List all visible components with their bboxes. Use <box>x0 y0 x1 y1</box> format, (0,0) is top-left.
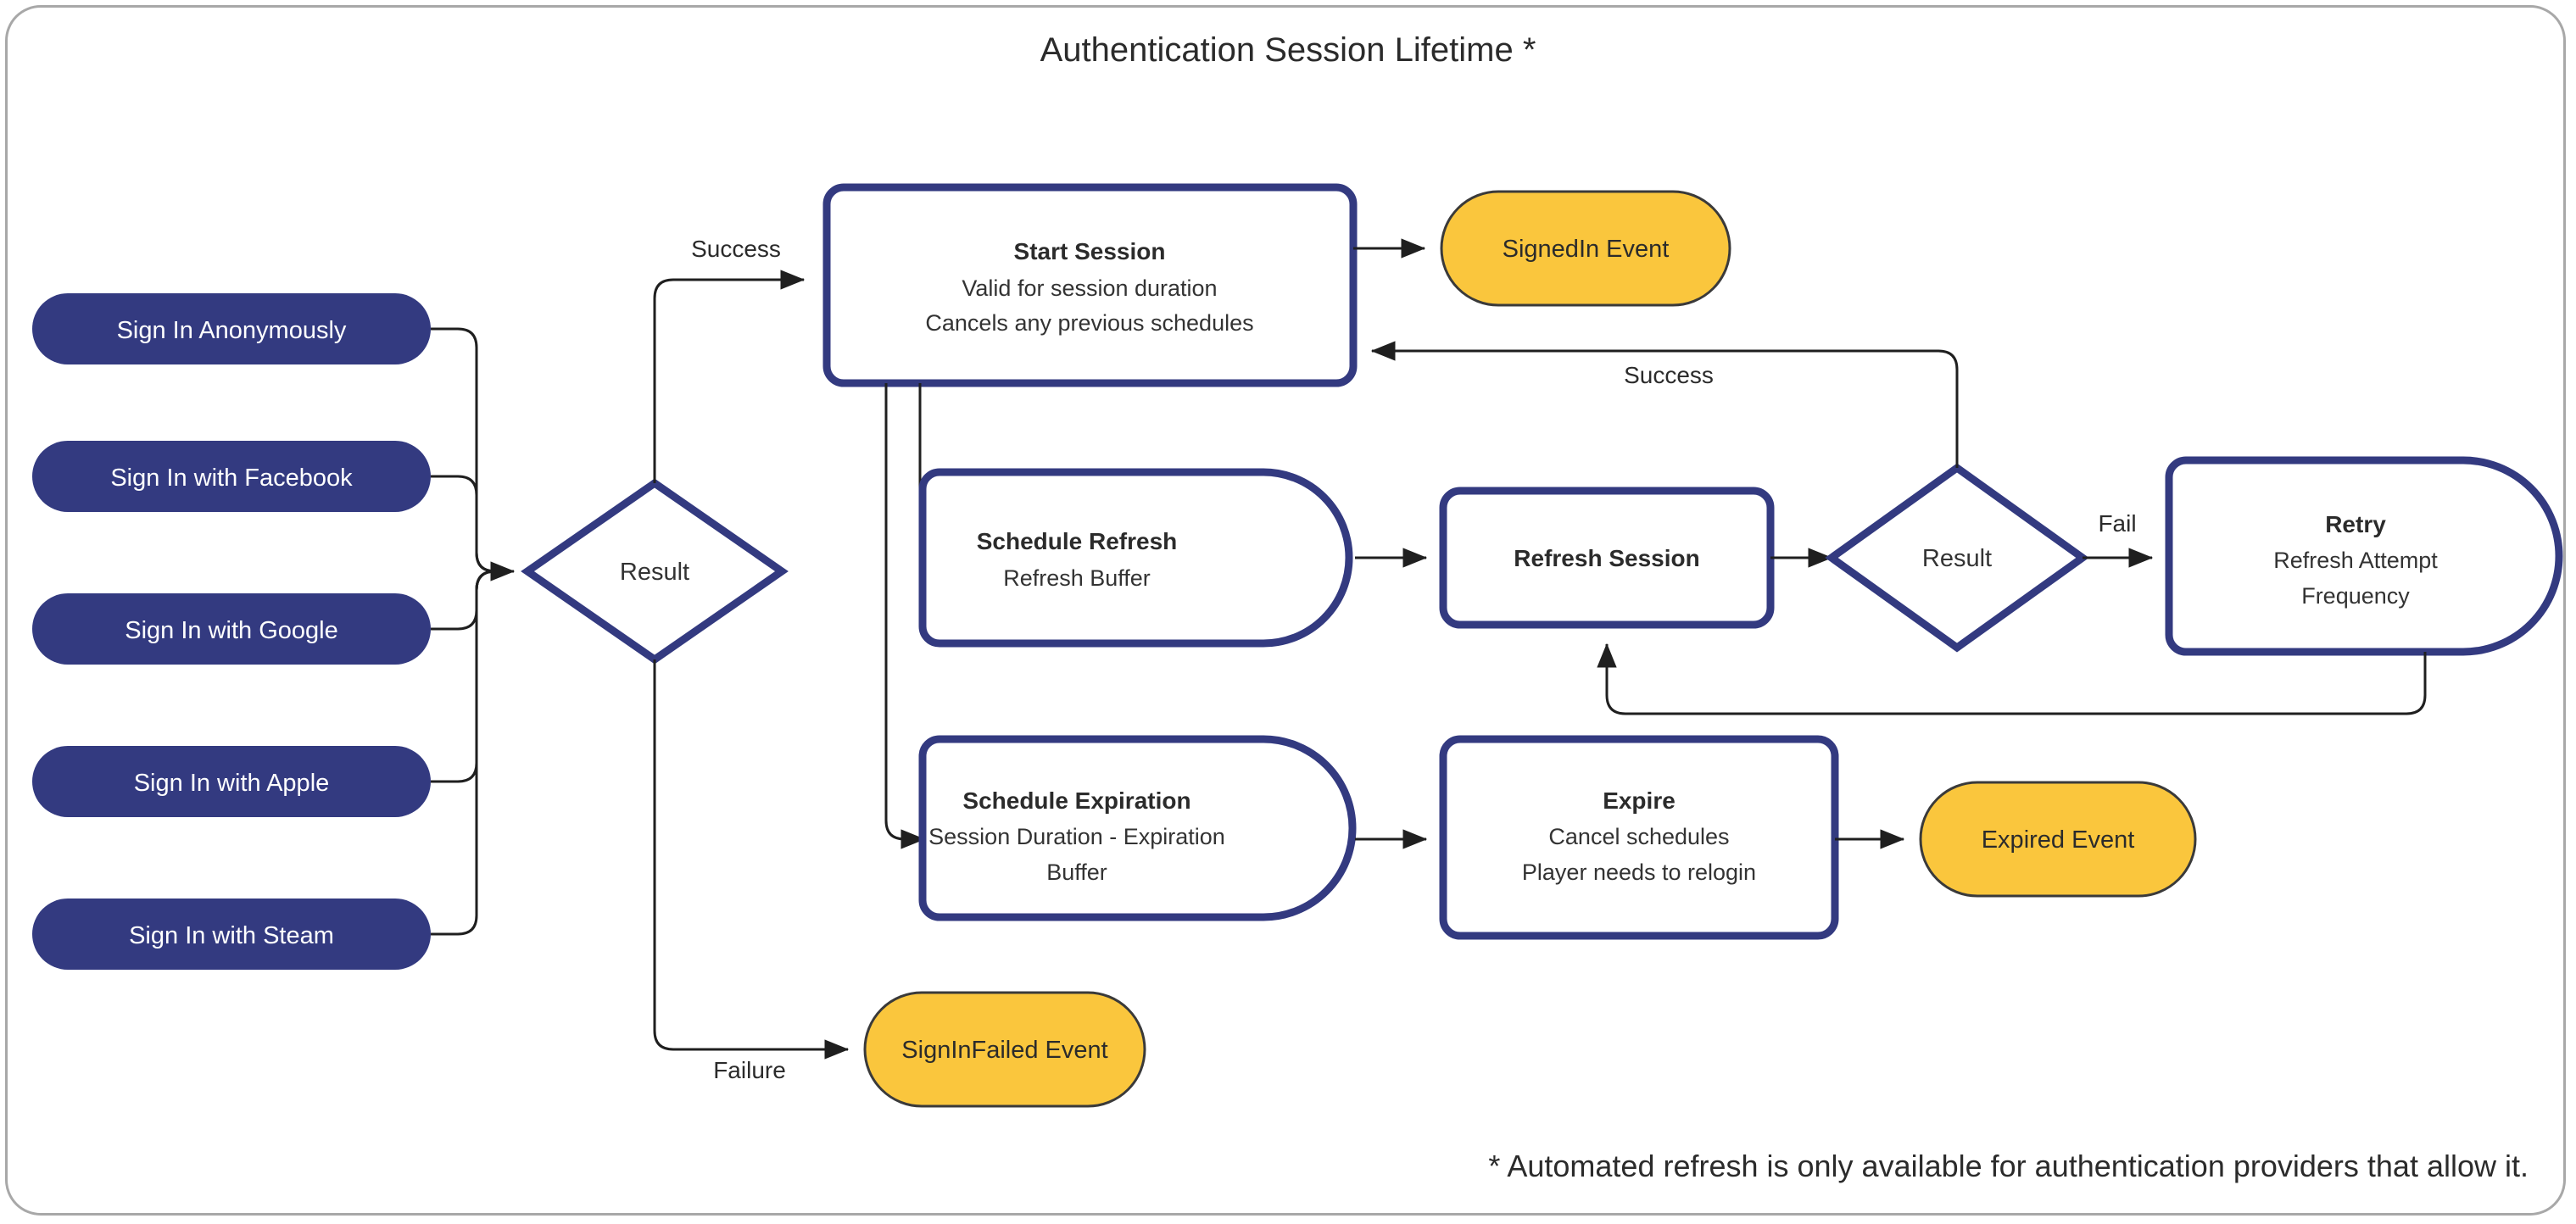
signin-method-label: Sign In Anonymously <box>117 317 347 344</box>
node-line-1: Session Duration - Expiration <box>928 824 1225 849</box>
node-line-1: Refresh Buffer <box>1003 565 1151 591</box>
signin-pill-shape <box>32 441 431 512</box>
node-expired-event[interactable]: Expired Event <box>1919 781 2197 898</box>
event-shape <box>1440 190 1731 307</box>
node-schedule-expiration[interactable]: Schedule Expiration Session Duration - E… <box>918 735 1357 921</box>
signin-method-label: Sign In with Google <box>125 617 337 644</box>
node-retry[interactable]: Retry Refresh Attempt Frequency <box>2165 456 2563 656</box>
node-title: Schedule Refresh <box>977 528 1178 554</box>
decision-label: Result <box>620 559 689 586</box>
signin-method-facebook[interactable]: Sign In with Facebook <box>32 441 431 512</box>
edge-label-failure: Failure <box>713 1057 786 1083</box>
signin-method-anonymously[interactable]: Sign In Anonymously <box>32 293 431 364</box>
node-signedin-event[interactable]: SignedIn Event <box>1440 190 1731 307</box>
node-schedule-refresh[interactable]: Schedule Refresh Refresh Buffer <box>918 468 1353 648</box>
event-label: SignInFailed Event <box>901 1037 1107 1064</box>
edge-label-success: Success <box>691 236 781 262</box>
signin-method-google[interactable]: Sign In with Google <box>32 593 431 665</box>
edge-label-fail: Fail <box>2098 510 2136 537</box>
node-title: Expire <box>1603 787 1676 814</box>
node-line-1: Valid for session duration <box>962 275 1217 301</box>
edge-apple-to-result <box>431 570 496 783</box>
signin-method-apple[interactable]: Sign In with Apple <box>32 746 431 817</box>
edge-path <box>653 659 850 1060</box>
diamond-shape <box>1825 463 2089 653</box>
event-label: Expired Event <box>1982 826 2135 854</box>
edge-anonymously-to-result <box>431 327 496 573</box>
node-title: Retry <box>2325 511 2386 537</box>
decision-label: Result <box>1922 545 1992 572</box>
node-shape <box>822 183 1358 387</box>
edge-result-failure-to-signinfailed: Failure <box>653 659 850 1083</box>
node-title: Start Session <box>1014 238 1166 264</box>
signin-method-label: Sign In with Facebook <box>110 465 353 492</box>
edge-refresh-result-success-to-start-session: Success <box>1370 341 1959 468</box>
node-start-session[interactable]: Start Session Valid for session duration… <box>822 183 1358 387</box>
edge-refresh-result-fail-to-retry: Fail <box>2083 510 2154 568</box>
node-title: Refresh Session <box>1514 545 1699 571</box>
decision-result-refresh[interactable]: Result <box>1825 463 2089 653</box>
node-line-2: Buffer <box>1046 860 1107 885</box>
signin-pill-shape <box>32 746 431 817</box>
decision-result-signin[interactable]: Result <box>521 478 789 665</box>
signin-pill-shape <box>32 293 431 364</box>
edge-path <box>1370 341 1959 468</box>
event-shape <box>863 991 1146 1108</box>
signin-method-steam[interactable]: Sign In with Steam <box>32 899 431 970</box>
node-line-2: Frequency <box>2301 583 2410 609</box>
node-shape <box>1439 735 1839 940</box>
node-line-1: Refresh Attempt <box>2273 548 2438 573</box>
edge-label-success: Success <box>1624 362 1714 388</box>
signin-pill-shape <box>32 899 431 970</box>
node-line-1: Cancel schedules <box>1548 824 1729 849</box>
event-label: SignedIn Event <box>1503 236 1670 263</box>
edges-signin-to-result <box>431 327 516 936</box>
node-line-2: Cancels any previous schedules <box>925 310 1253 336</box>
edge-facebook-to-result <box>431 475 496 573</box>
signin-pill-shape <box>32 593 431 665</box>
edge-path <box>653 270 806 483</box>
edge-google-to-result <box>431 570 496 631</box>
node-title: Schedule Expiration <box>962 787 1190 814</box>
footnote-text: * Automated refresh is only available fo… <box>1488 1149 2529 1183</box>
node-shape <box>2165 456 2563 656</box>
edge-steam-to-result <box>431 570 496 936</box>
page-title: Authentication Session Lifetime * <box>1040 31 1536 69</box>
node-expire[interactable]: Expire Cancel schedules Player needs to … <box>1439 735 1839 940</box>
edge-start-session-to-schedule-expiration <box>884 383 926 849</box>
signin-method-label: Sign In with Steam <box>129 922 334 949</box>
node-shape <box>918 735 1357 921</box>
signin-method-list: Sign In Anonymously Sign In with Faceboo… <box>32 293 431 970</box>
signin-method-label: Sign In with Apple <box>134 770 330 797</box>
edge-retry-to-refresh-session <box>1597 643 2427 715</box>
edge-result-success-to-start-session: Success <box>653 236 806 483</box>
node-line-2: Player needs to relogin <box>1522 860 1756 885</box>
node-signinfailed-event[interactable]: SignInFailed Event <box>863 991 1146 1108</box>
node-refresh-session[interactable]: Refresh Session <box>1439 487 1775 629</box>
node-shape <box>918 468 1353 648</box>
event-shape <box>1919 781 2197 898</box>
